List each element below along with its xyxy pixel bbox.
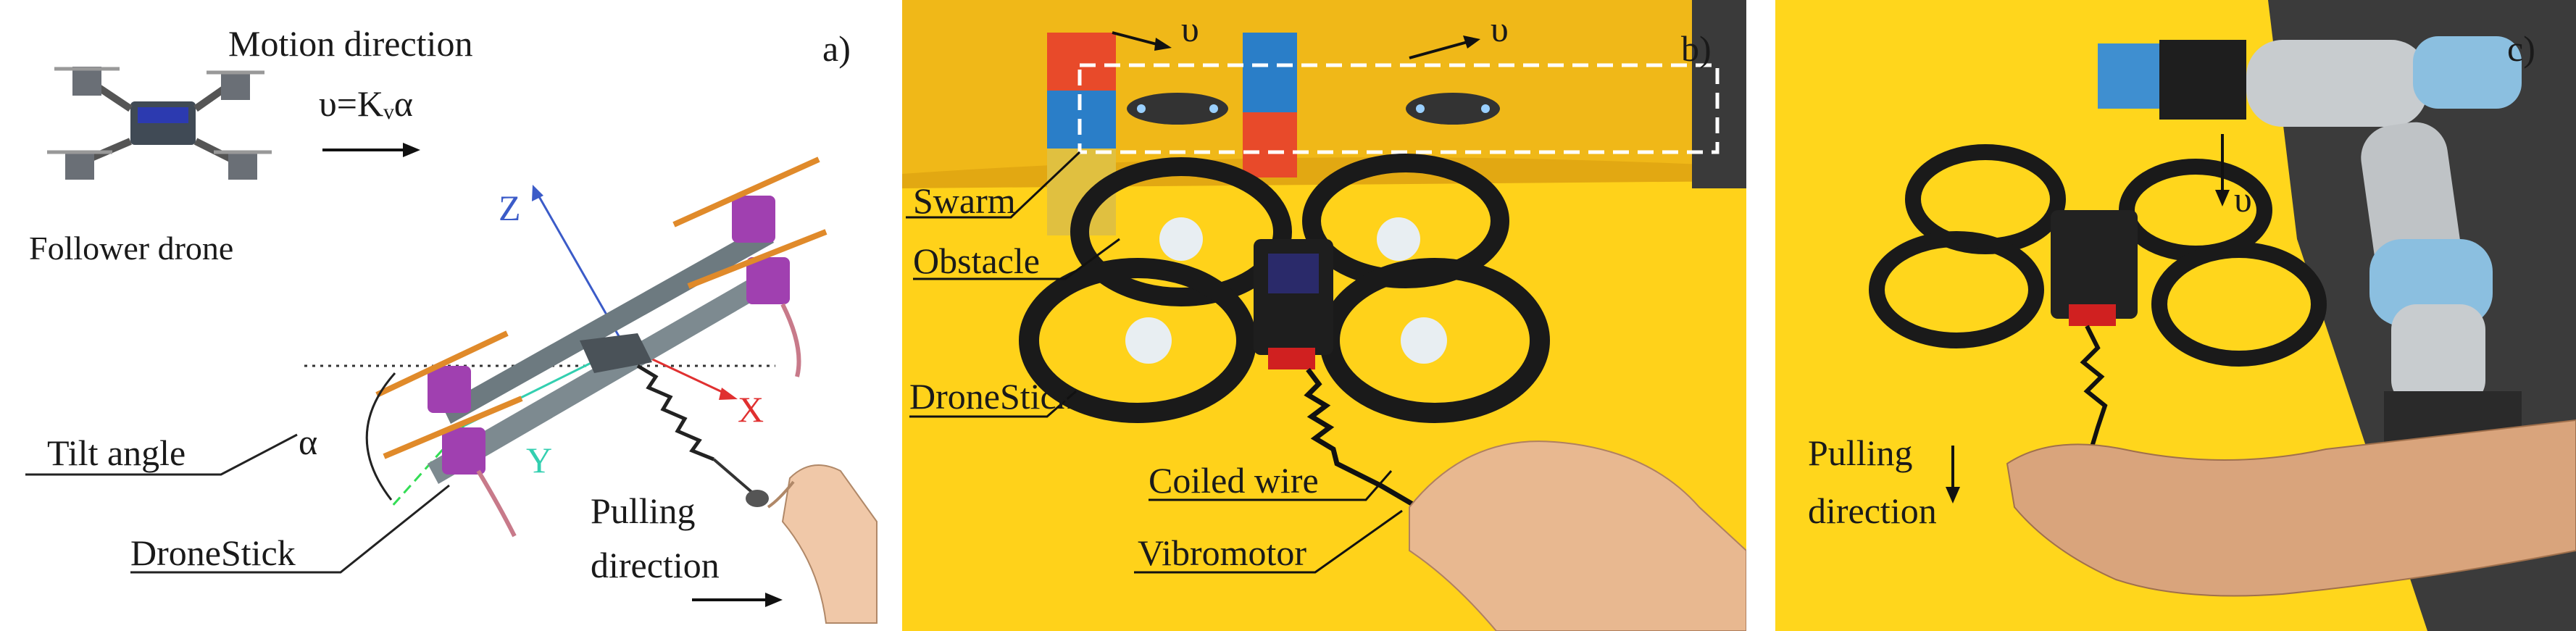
alpha-label: α xyxy=(299,422,318,462)
swarm-label: Swarm xyxy=(913,180,1016,221)
obstacle-leader xyxy=(913,238,1120,280)
panel-a-letter: a) xyxy=(822,28,851,69)
dronestick-leader xyxy=(130,484,450,574)
velocity-equation: υ=Kᵥα xyxy=(319,83,413,124)
upsilon-2: υ xyxy=(1491,9,1509,49)
dronestick-photo-label: DroneStick xyxy=(909,376,1075,417)
panel-c-letter: c) xyxy=(2507,28,2535,69)
panel-c: c) υ Pulling direction xyxy=(1775,0,2576,631)
z-axis-label: Z xyxy=(499,188,521,228)
robot-upsilon: υ xyxy=(2234,179,2252,220)
tilt-angle-leader xyxy=(25,433,298,476)
tilt-angle-label: Tilt angle xyxy=(47,432,186,473)
follower-drone-label: Follower drone xyxy=(29,230,234,267)
swarm-drones xyxy=(1127,93,1500,125)
swarm-box xyxy=(1077,63,1720,154)
pulling-label: Pulling xyxy=(591,490,696,531)
panel-b-photo xyxy=(902,0,1746,631)
y-axis-label: Y xyxy=(526,440,553,480)
follower-drone-icon xyxy=(47,67,272,180)
motion-direction-label: Motion direction xyxy=(228,23,473,64)
coiled-wire-leader xyxy=(1149,470,1393,501)
dronestick-photo-leader xyxy=(909,390,1077,418)
robot-arm xyxy=(2098,36,2522,442)
panel-c-photo xyxy=(1775,0,2576,631)
upsilon-1: υ xyxy=(1181,9,1199,49)
tilt-angle-arc xyxy=(365,372,396,501)
dronestick-label: DroneStick xyxy=(130,532,296,573)
pulling-arrow xyxy=(692,593,783,607)
dronestick-3d-model xyxy=(375,156,828,538)
robot-velocity-arrow xyxy=(2215,134,2230,206)
panel-a: a) Motion direction υ=Kᵥα Follower drone… xyxy=(0,0,884,631)
coiled-wire-label: Coiled wire xyxy=(1149,460,1319,501)
obstacle-label: Obstacle xyxy=(913,241,1040,281)
dronestick-photo xyxy=(1019,154,1550,514)
pulling-direction-arrow xyxy=(1946,446,1960,503)
panel-a-drawing xyxy=(25,67,878,624)
vibromotor-label: Vibromotor xyxy=(1138,532,1307,573)
vibromotor-leader xyxy=(1134,509,1403,574)
panel-b: b) υ υ Swarm Obstacle DroneStick Coiled … xyxy=(902,0,1746,631)
swarm-leader xyxy=(906,151,1081,219)
x-axis-label: X xyxy=(738,389,764,430)
hand-photo-c xyxy=(2006,419,2576,597)
hand-illustration xyxy=(767,464,878,624)
dronestick-robot xyxy=(1869,144,2327,509)
direction-label: direction xyxy=(591,545,720,585)
pulling-label-c: Pulling xyxy=(1808,432,1913,473)
direction-label-c: direction xyxy=(1808,490,1937,531)
panel-b-letter: b) xyxy=(1681,28,1712,69)
swarm-velocity-arrows xyxy=(1112,31,1480,59)
hand-photo xyxy=(1409,440,1746,631)
motion-arrow xyxy=(322,143,420,157)
